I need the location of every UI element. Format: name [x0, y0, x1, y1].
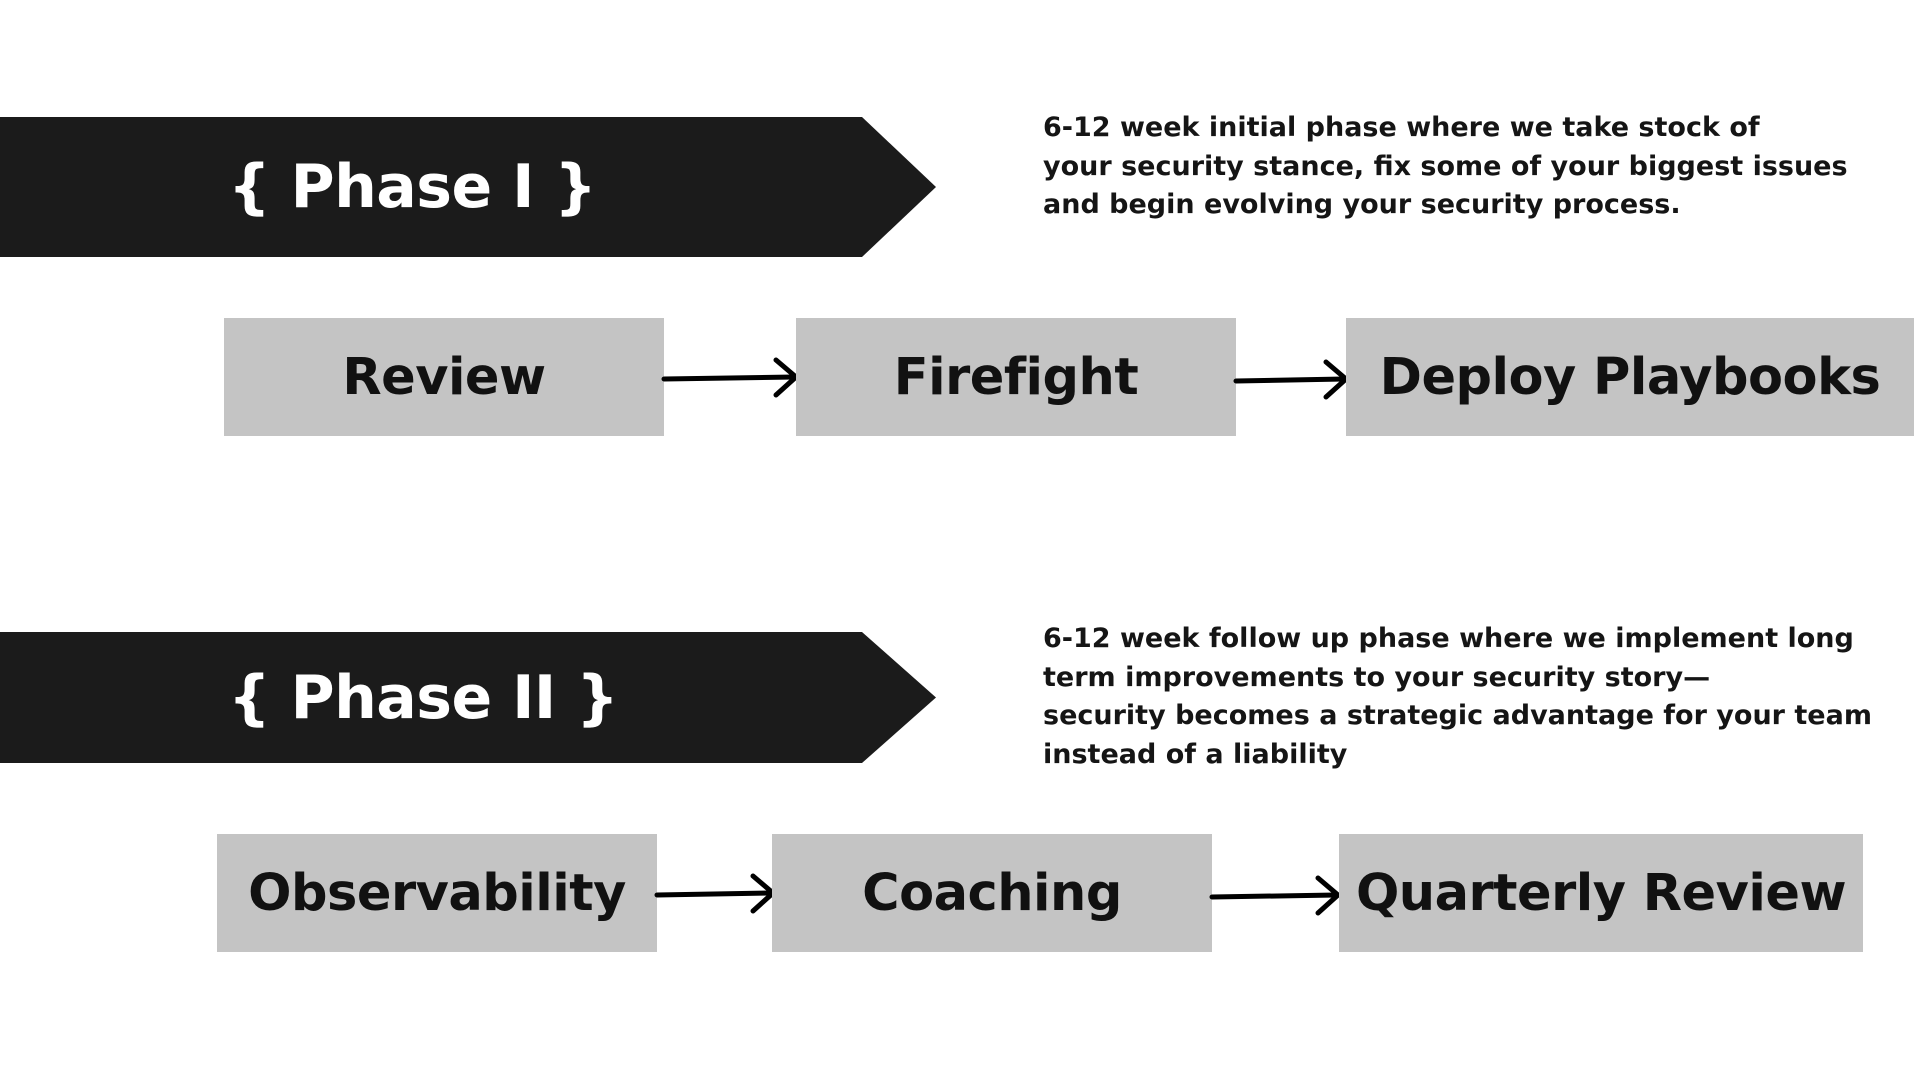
phase-1-description-line: and begin evolving your security process…	[1043, 189, 1681, 220]
step-deploy-playbooks: Deploy Playbooks	[1346, 318, 1914, 436]
step-label: Coaching	[862, 863, 1122, 923]
right-arrow-icon	[661, 357, 799, 398]
phase-1-banner: { Phase I }	[0, 117, 936, 257]
right-arrow-icon	[654, 873, 776, 914]
step-label: Observability	[248, 863, 626, 923]
right-arrow-icon	[1209, 875, 1341, 916]
phase-2-description-line: term improvements to your security story…	[1043, 661, 1711, 693]
phase-2-banner: { Phase II }	[0, 632, 936, 763]
phase-1-description-line: your security stance, fix some of your b…	[1043, 150, 1848, 182]
phase-2-description: 6-12 week follow up phase where we imple…	[1043, 620, 1872, 774]
phase-1-description-line: 6-12 week initial phase where we take st…	[1043, 112, 1760, 143]
step-quarterly-review: Quarterly Review	[1339, 834, 1863, 952]
step-label: Quarterly Review	[1355, 863, 1847, 923]
step-firefight: Firefight	[796, 318, 1236, 436]
step-observability: Observability	[217, 834, 657, 952]
phase-2-description-line: security becomes a strategic advantage f…	[1043, 700, 1872, 731]
phase-2-description-line: instead of a liability	[1043, 738, 1348, 770]
phase-1-description: 6-12 week initial phase where we take st…	[1043, 109, 1848, 225]
step-review: Review	[224, 318, 664, 436]
step-coaching: Coaching	[772, 834, 1212, 952]
step-label: Review	[342, 347, 546, 407]
phase-2-title: { Phase II }	[228, 662, 619, 733]
phase-2-description-line: 6-12 week follow up phase where we imple…	[1043, 623, 1854, 654]
step-label: Firefight	[893, 347, 1139, 407]
right-arrow-icon	[1233, 359, 1349, 400]
phase-1-title: { Phase I }	[228, 152, 597, 222]
step-label: Deploy Playbooks	[1379, 347, 1881, 407]
